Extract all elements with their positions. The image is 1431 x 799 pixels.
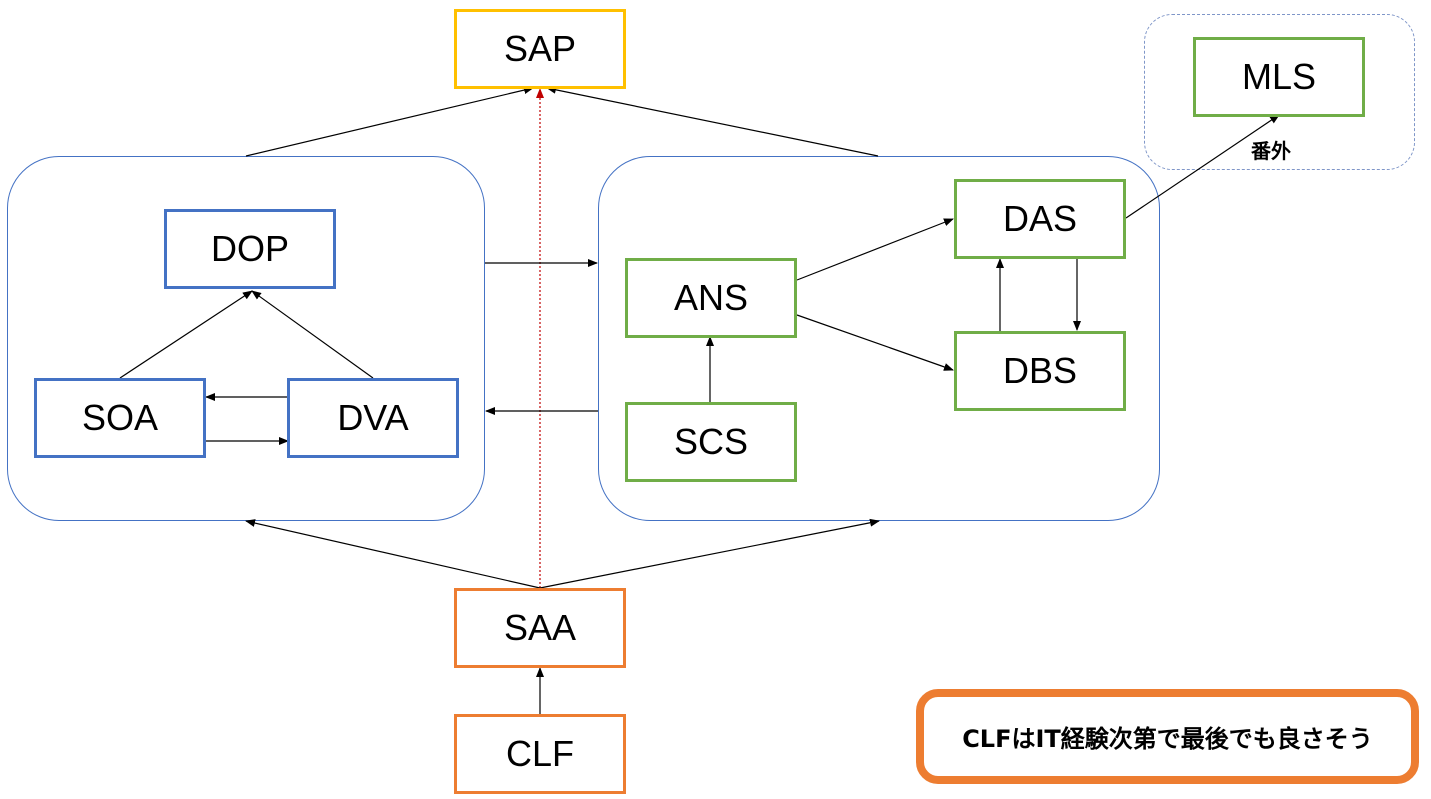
node-dva: DVA bbox=[287, 378, 459, 458]
node-clf: CLF bbox=[454, 714, 626, 794]
edge-ans-to-das bbox=[796, 218, 954, 281]
edge-saa-to-developer-group bbox=[245, 519, 541, 589]
edge-dva-to-dop bbox=[251, 290, 374, 379]
edge-ans-to-dbs bbox=[796, 314, 954, 371]
node-soa: SOA bbox=[34, 378, 206, 458]
node-dop: DOP bbox=[164, 209, 336, 289]
node-ans: ANS bbox=[625, 258, 797, 338]
extra-label: 番外 bbox=[1251, 139, 1291, 163]
edge-specialty-group-to-sap bbox=[546, 85, 879, 157]
note-callout: CLFはIT経験次第で最後でも良さそう bbox=[916, 689, 1419, 784]
node-dbs: DBS bbox=[954, 331, 1126, 411]
edge-saa-to-specialty-group bbox=[539, 518, 880, 589]
node-mls: MLS bbox=[1193, 37, 1365, 117]
node-sap: SAP bbox=[454, 9, 626, 89]
edge-das-to-mls bbox=[1125, 114, 1280, 219]
edge-developer-group-to-sap bbox=[245, 86, 534, 157]
node-saa: SAA bbox=[454, 588, 626, 668]
edge-soa-to-dop bbox=[119, 290, 253, 379]
node-scs: SCS bbox=[625, 402, 797, 482]
extra-group bbox=[1144, 14, 1415, 170]
node-das: DAS bbox=[954, 179, 1126, 259]
